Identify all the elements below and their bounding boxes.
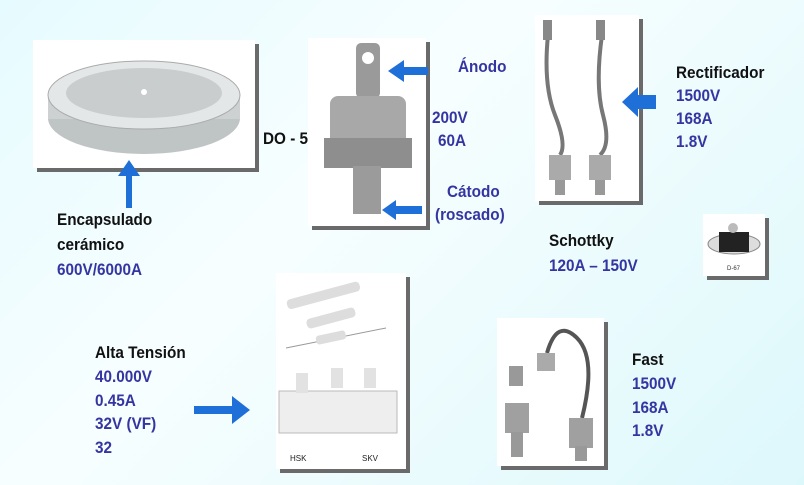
arrow-anode-icon <box>388 60 428 82</box>
do5-current: 60A <box>438 131 467 150</box>
ceramic-rating: 600V/6000A <box>57 260 143 279</box>
high-voltage-current: 0.45A <box>95 391 136 410</box>
fast-diode-photo <box>497 318 604 466</box>
arrow-up-to-ceramic-icon <box>118 160 140 208</box>
anode-label: Ánodo <box>458 57 507 76</box>
fast-current: 168A <box>632 398 669 417</box>
do5-diode-photo <box>308 38 426 226</box>
rectifier-title: Rectificador <box>676 63 765 82</box>
ceramic-diode-photo <box>33 40 255 168</box>
high-voltage-voltage: 40.000V <box>95 367 153 386</box>
cathode-note: (roscado) <box>435 205 505 224</box>
high-voltage-extra: 32 <box>95 438 113 457</box>
rectifier-voltage: 1500V <box>676 86 721 105</box>
arrow-rectifier-icon <box>622 87 656 117</box>
do5-voltage: 200V <box>432 108 468 127</box>
high-voltage-diode-photo: HSK SKV <box>276 273 406 469</box>
svg-text:D-67: D-67 <box>727 266 741 272</box>
svg-text:SKV: SKV <box>362 454 379 463</box>
arrow-cathode-icon <box>382 200 422 220</box>
rectifier-diode-photo <box>535 15 639 201</box>
cathode-label: Cátodo <box>447 182 500 201</box>
schottky-rating: 120A – 150V <box>549 256 638 275</box>
high-voltage-title: Alta Tensión <box>95 343 186 362</box>
schottky-diode-photo: D-67 <box>703 214 765 276</box>
fast-voltage: 1500V <box>632 374 677 393</box>
rectifier-current: 168A <box>676 109 713 128</box>
ceramic-label-line1: Encapsulado <box>57 210 153 229</box>
schottky-title: Schottky <box>549 231 614 250</box>
fast-title: Fast <box>632 350 664 369</box>
ceramic-label-line2: cerámico <box>57 235 125 254</box>
svg-text:HSK: HSK <box>290 454 307 463</box>
high-voltage-vf: 32V (VF) <box>95 414 157 433</box>
do5-package-label: DO - 5 <box>263 129 309 148</box>
rectifier-vf: 1.8V <box>676 132 708 151</box>
fast-vf: 1.8V <box>632 421 664 440</box>
arrow-high-voltage-icon <box>194 396 250 424</box>
